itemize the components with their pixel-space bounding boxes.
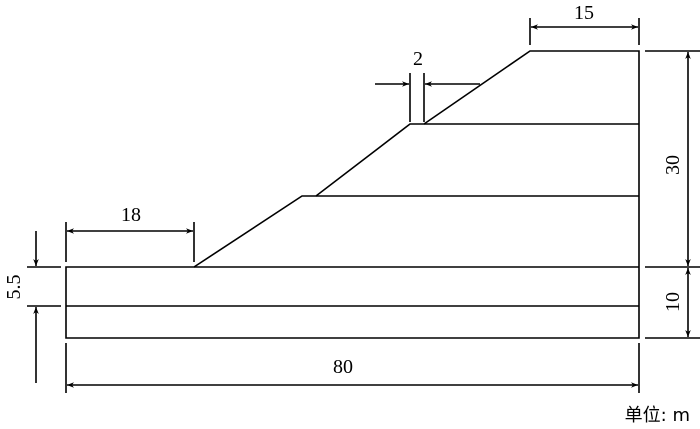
dim-label: 2 — [413, 48, 423, 70]
dim-top-width: 15 — [529, 2, 640, 45]
dim-label: 15 — [574, 2, 594, 24]
unit-label: 单位: m — [625, 405, 690, 426]
dim-water-depth: 5.5 — [3, 231, 61, 383]
dim-label: 5.5 — [3, 275, 25, 300]
dim-heights: 30 10 — [645, 50, 700, 339]
dim-toe-offset: 18 — [65, 204, 195, 262]
dim-label: 30 — [662, 155, 684, 175]
dim-bench-width: 2 — [375, 48, 480, 122]
slope-outline — [65, 50, 640, 339]
dim-label: 18 — [121, 204, 141, 226]
dim-total-width: 80 — [65, 343, 640, 393]
dim-label: 80 — [333, 356, 353, 378]
dim-label: 10 — [662, 292, 684, 312]
